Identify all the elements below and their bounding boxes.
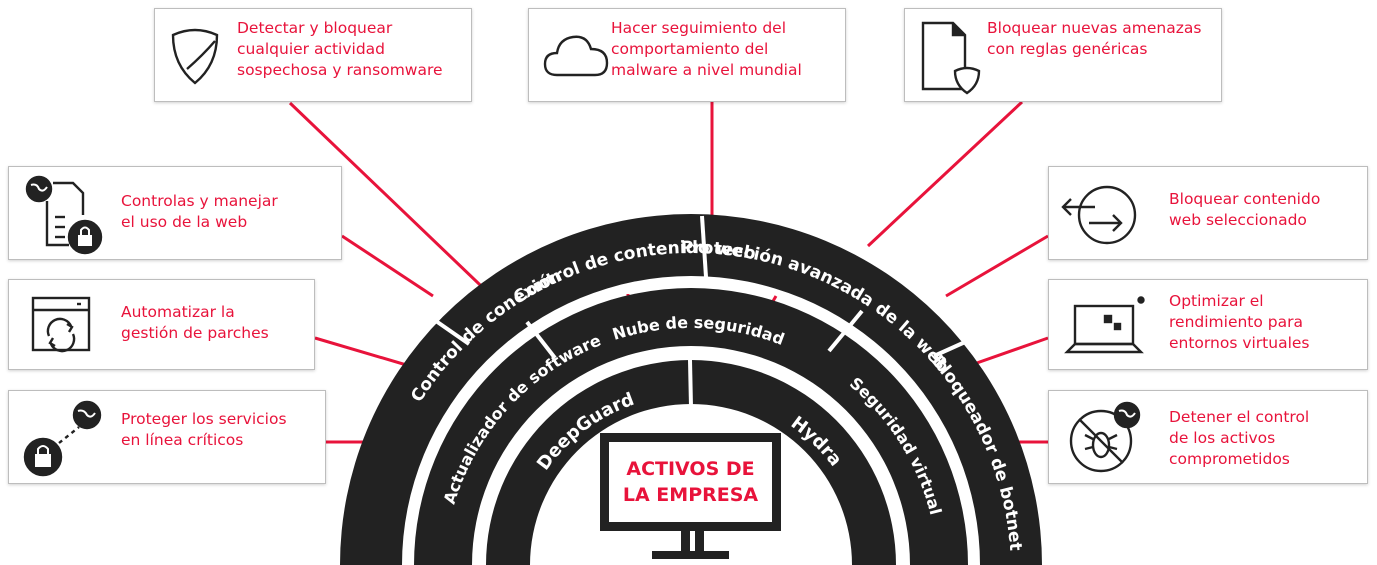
feature-card-rules: Bloquear nuevas amenazas con reglas gené…: [904, 8, 1222, 102]
feature-card-virtual: Optimizar el rendimiento para entornos v…: [1048, 279, 1368, 370]
arrow-exit-icon: [1059, 181, 1139, 253]
botnet-blocked-icon: [1065, 399, 1145, 483]
feature-card-text: Proteger los servicios en línea críticos: [121, 410, 287, 449]
monitor-icon: [600, 433, 781, 559]
feature-card-text: Bloquear contenido web seleccionado: [1169, 190, 1321, 229]
laptop-icon: [1063, 294, 1147, 362]
center-label: ACTIVOS DE LA EMPRESA: [622, 458, 759, 506]
feature-card-text: Detener el control de los activos compro…: [1169, 408, 1310, 468]
feature-card-web-usage: Controlas y manejar el uso de la web: [8, 166, 342, 260]
feature-card-text: Optimizar el rendimiento para entornos v…: [1169, 292, 1310, 352]
feature-card-cloud: Hacer seguimiento del comportamiento del…: [528, 8, 846, 102]
lock-globe-icon: [21, 399, 105, 483]
cloud-icon: [543, 31, 609, 85]
feature-card-compromised: Detener el control de los activos compro…: [1048, 390, 1368, 484]
feature-card-detect: Detectar y bloquear cualquier actividad …: [154, 8, 472, 102]
feature-card-patches: Automatizar la gestión de parches: [8, 279, 315, 370]
web-document-lock-icon: [25, 175, 103, 259]
feature-card-text: Detectar y bloquear cualquier actividad …: [237, 19, 443, 79]
feature-card-text: Automatizar la gestión de parches: [121, 303, 269, 342]
feature-card-text: Hacer seguimiento del comportamiento del…: [611, 19, 802, 79]
feature-card-block-content: Bloquear contenido web seleccionado: [1048, 166, 1368, 260]
feature-card-text: Controlas y manejar el uso de la web: [121, 192, 278, 231]
feature-card-online-services: Proteger los servicios en línea críticos: [8, 390, 326, 484]
browser-refresh-icon: [29, 294, 93, 362]
shield-icon: [165, 21, 225, 91]
document-shield-icon: [919, 19, 981, 99]
feature-card-text: Bloquear nuevas amenazas con reglas gené…: [987, 19, 1202, 58]
